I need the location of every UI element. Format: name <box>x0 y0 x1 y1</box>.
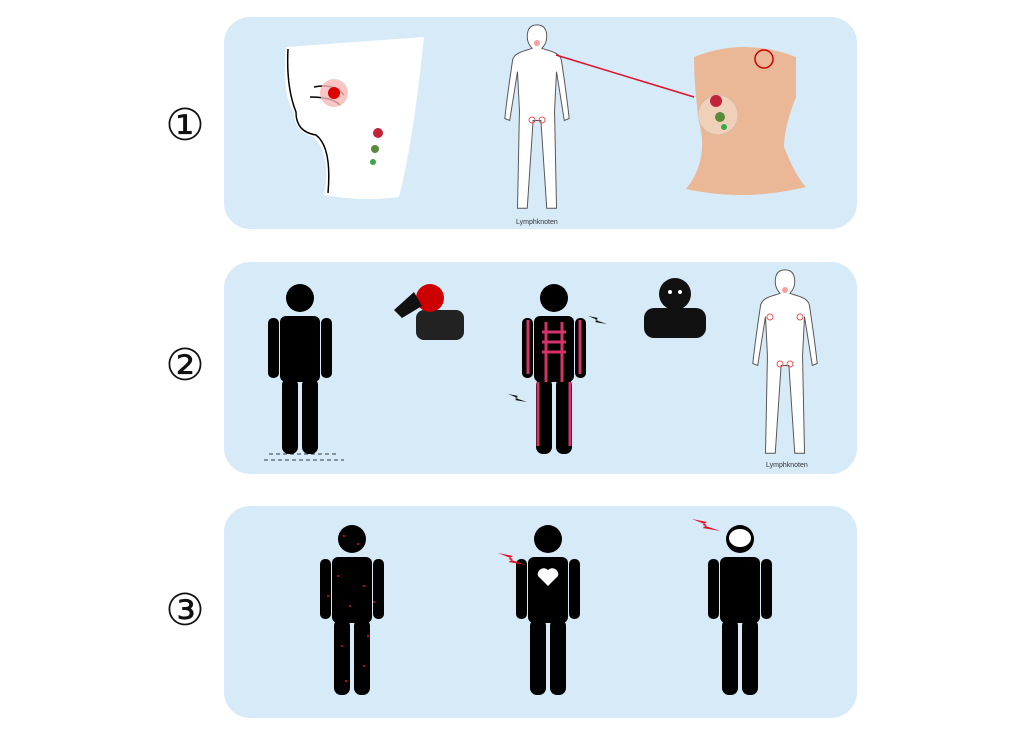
lymph-node-label: Lymphknoten <box>766 462 808 469</box>
lymph-node-label: Lymphknoten <box>516 219 558 226</box>
stage-1-panel: Lymphknoten <box>224 17 857 229</box>
body-outline-icon <box>752 269 818 454</box>
joint-pain-person-icon <box>522 284 586 454</box>
stage-1-illustration <box>285 24 806 209</box>
headache-person-icon <box>394 284 464 340</box>
heart-person-icon <box>516 525 580 695</box>
body-outline-icon <box>504 24 570 209</box>
sick-person-icon <box>644 278 706 338</box>
stage-3-panel <box>224 506 857 718</box>
shivering-person-icon <box>268 284 332 454</box>
brain-person-icon <box>708 525 772 695</box>
arrow-icon <box>555 54 695 98</box>
stage-2-number: ② <box>165 340 205 391</box>
skin-rash-person-icon <box>320 525 384 695</box>
neck-photo-icon <box>686 47 806 196</box>
face-profile-icon <box>285 37 424 200</box>
brain-icon <box>729 529 751 547</box>
stage-3-illustration <box>320 519 772 695</box>
stage-1-number: ① <box>165 100 205 151</box>
stage-3-number: ③ <box>165 585 205 636</box>
heart-icon <box>537 568 559 586</box>
stage-2-illustration <box>264 269 818 461</box>
stage-2-panel: Lymphknoten <box>224 262 857 474</box>
